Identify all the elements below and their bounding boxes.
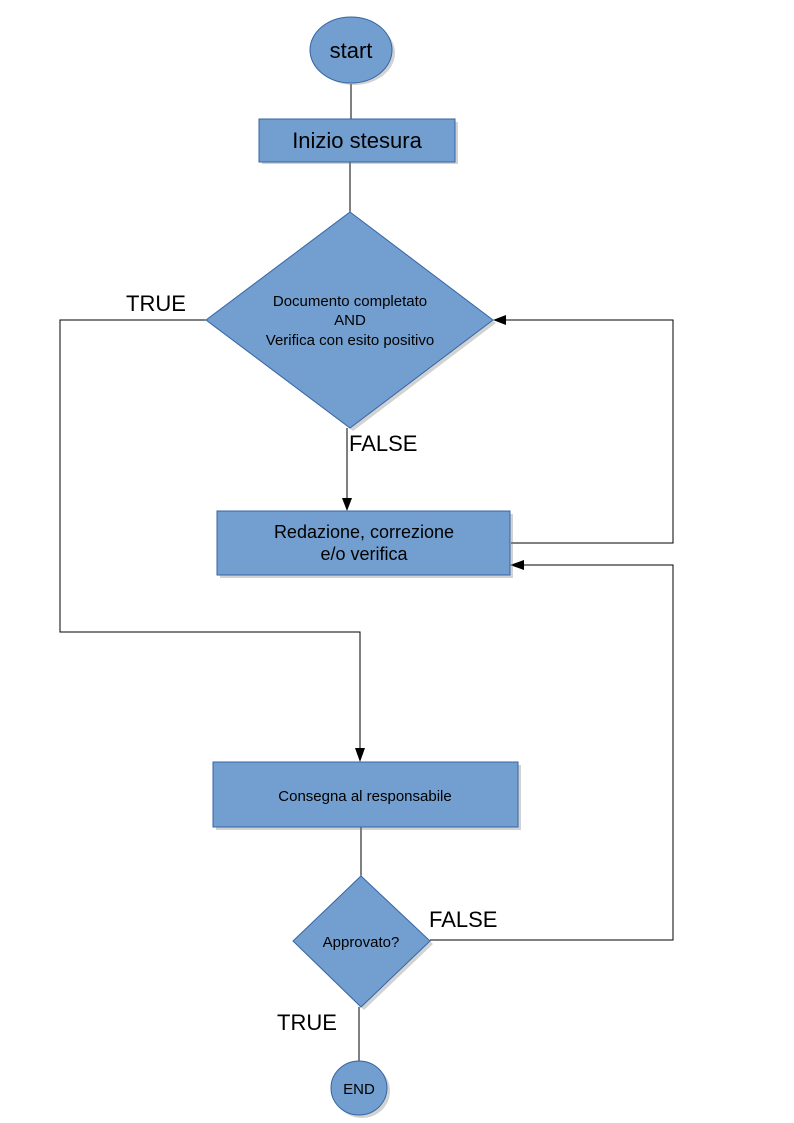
redazione-line2: e/o verifica xyxy=(320,544,408,564)
start-label: start xyxy=(330,38,373,63)
edge-decision1-true xyxy=(59,319,361,750)
arrowhead-to-redazione xyxy=(342,498,352,511)
start-node: start xyxy=(309,16,395,85)
edge-decision2-false xyxy=(430,564,674,941)
redazione-node: Redazione, correzione e/o verifica xyxy=(216,510,513,578)
edge-redazione-loop-to-decision1 xyxy=(504,319,674,544)
decision-documento-line2: AND xyxy=(334,312,366,329)
edges xyxy=(59,84,674,1062)
end-label: END xyxy=(343,1081,375,1098)
edge-label-true-2: TRUE xyxy=(277,1010,337,1035)
arrowhead-to-redazione-2 xyxy=(510,560,524,570)
decision-approvato-node: Approvato? xyxy=(292,875,433,1010)
inizio-stesura-label: Inizio stesura xyxy=(292,128,422,153)
consegna-node: Consegna al responsabile xyxy=(212,761,521,830)
redazione-line1: Redazione, correzione xyxy=(274,522,454,542)
inizio-stesura-node: Inizio stesura xyxy=(258,118,458,164)
edge-label-false-2: FALSE xyxy=(429,907,497,932)
edge-label-true-1: TRUE xyxy=(126,291,186,316)
edge-label-false-1: FALSE xyxy=(349,431,417,456)
decision-approvato-label: Approvato? xyxy=(323,934,400,951)
end-node: END xyxy=(330,1060,390,1118)
consegna-label: Consegna al responsabile xyxy=(278,788,451,805)
decision-documento-line3: Verifica con esito positivo xyxy=(266,332,434,349)
arrowhead-to-consegna xyxy=(355,748,365,762)
arrowhead-to-decision1 xyxy=(493,315,506,325)
decision-documento-node: Documento completato AND Verifica con es… xyxy=(205,211,496,431)
decision-documento-line1: Documento completato xyxy=(273,293,427,310)
